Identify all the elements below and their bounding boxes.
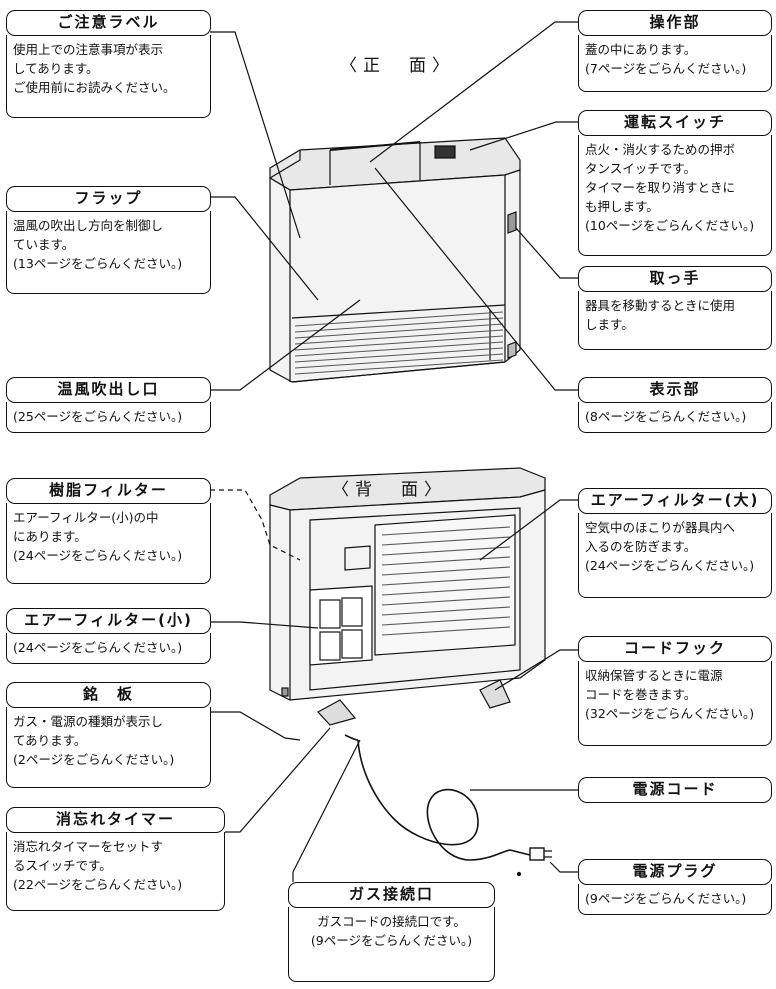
nameplate-callout: 銘 板 ガス・電源の種類が表示し てあります。 (2ページをごらんください。) bbox=[6, 682, 211, 788]
callout-title: 操作部 bbox=[578, 10, 772, 36]
callout-body: (8ページをごらんください。) bbox=[578, 402, 772, 433]
callout-title: 電源コード bbox=[578, 777, 772, 803]
callout-body: (25ページをごらんください。) bbox=[6, 402, 211, 433]
callout-body: 点火・消火するための押ボ タンスイッチです。 タイマーを取り消すときに も押しま… bbox=[578, 135, 772, 256]
callout-body: エアーフィルター(小)の中 にあります。 (24ページをごらんください。) bbox=[6, 503, 211, 584]
callout-line: (25ページをごらんください。) bbox=[13, 409, 183, 424]
front-outlet-grille bbox=[294, 311, 504, 375]
power-plug-callout: 電源プラグ (9ページをごらんください。) bbox=[578, 859, 772, 915]
callout-title: 運転スイッチ bbox=[578, 110, 772, 136]
callout-line: 入るのを防ぎます。 bbox=[585, 539, 697, 554]
handle-callout: 取っ手 器具を移動するときに使用 します。 bbox=[578, 266, 772, 350]
callout-title: 表示部 bbox=[578, 377, 772, 403]
callout-line: 消忘れタイマーをセットす bbox=[13, 839, 164, 854]
callout-line: してあります。 bbox=[13, 61, 99, 76]
callout-line: るスイッチです。 bbox=[13, 858, 112, 873]
callout-line: 蓋の中にあります。 bbox=[585, 42, 697, 57]
callout-title: 電源プラグ bbox=[578, 859, 772, 885]
warm-air-outlet-callout: 温風吹出し口 (25ページをごらんください。) bbox=[6, 377, 211, 433]
callout-line: ています。 bbox=[13, 237, 75, 252]
gas-inlet-callout: ガス接続口 ガスコードの接続口です。 (9ページをごらんください。) bbox=[288, 882, 495, 982]
callout-title: ご注意ラベル bbox=[6, 10, 211, 36]
callout-line: 空気中のほこりが器具内へ bbox=[585, 520, 736, 535]
callout-body: 使用上での注意事項が表示 してあります。 ご使用前にお読みください。 bbox=[6, 35, 211, 118]
callout-line: (9ページをごらんください。) bbox=[585, 891, 747, 906]
callout-title: コードフック bbox=[578, 636, 772, 662]
back-air-filter-grille bbox=[381, 526, 511, 636]
flap-callout: フラップ 温風の吹出し方向を制御し ています。 (13ページをごらんください。) bbox=[6, 186, 211, 294]
callout-body: (9ページをごらんください。) bbox=[578, 884, 772, 915]
callout-line: エアーフィルター(小)の中 bbox=[13, 510, 159, 525]
callout-line: 温風の吹出し方向を制御し bbox=[13, 218, 164, 233]
callout-body: 蓋の中にあります。 (7ページをごらんください。) bbox=[578, 35, 772, 92]
callout-line: にあります。 bbox=[13, 529, 87, 544]
cord-hook-callout: コードフック 収納保管するときに電源 コードを巻きます。 (32ページをごらんく… bbox=[578, 636, 772, 746]
back-heater-illustration bbox=[269, 467, 546, 726]
callout-line: タンスイッチです。 bbox=[585, 161, 697, 176]
air-filter-large-callout: エアーフィルター(大) 空気中のほこりが器具内へ 入るのを防ぎます。 (24ペー… bbox=[578, 488, 772, 598]
callout-title: 銘 板 bbox=[6, 682, 211, 708]
callout-line: 収納保管するときに電源 bbox=[585, 668, 723, 683]
callout-line: 点火・消火するための押ボ bbox=[585, 142, 736, 157]
callout-body: (24ページをごらんください。) bbox=[6, 633, 211, 664]
callout-line: (7ページをごらんください。) bbox=[585, 61, 747, 76]
callout-line: コードを巻きます。 bbox=[585, 687, 697, 702]
callout-body: 器具を移動するときに使用 します。 bbox=[578, 291, 772, 350]
callout-body: 温風の吹出し方向を制御し ています。 (13ページをごらんください。) bbox=[6, 211, 211, 294]
caution-label-callout: ご注意ラベル 使用上での注意事項が表示 してあります。 ご使用前にお読みください… bbox=[6, 10, 211, 118]
callout-line: (13ページをごらんください。) bbox=[13, 256, 183, 271]
callout-line: (24ページをごらんください。) bbox=[585, 558, 755, 573]
callout-title: エアーフィルター(大) bbox=[578, 488, 772, 514]
resin-filter-callout: 樹脂フィルター エアーフィルター(小)の中 にあります。 (24ページをごらんく… bbox=[6, 478, 211, 584]
callout-line: (22ページをごらんください。) bbox=[13, 877, 183, 892]
callout-title: 温風吹出し口 bbox=[6, 377, 211, 403]
callout-body: 空気中のほこりが器具内へ 入るのを防ぎます。 (24ページをごらんください。) bbox=[578, 513, 772, 598]
callout-line: します。 bbox=[585, 317, 634, 332]
front-heater-illustration bbox=[269, 137, 521, 383]
callout-line: (10ページをごらんください。) bbox=[585, 218, 755, 233]
callout-line: ご使用前にお読みください。 bbox=[13, 80, 176, 95]
callout-line: 器具を移動するときに使用 bbox=[585, 298, 736, 313]
callout-line: (24ページをごらんください。) bbox=[13, 548, 183, 563]
callout-title: 取っ手 bbox=[578, 266, 772, 292]
power-switch-callout: 運転スイッチ 点火・消火するための押ボ タンスイッチです。 タイマーを取り消すと… bbox=[578, 110, 772, 256]
callout-title: エアーフィルター(小) bbox=[6, 608, 211, 634]
callout-line: タイマーを取り消すときに bbox=[585, 180, 736, 195]
control-panel-callout: 操作部 蓋の中にあります。 (7ページをごらんください。) bbox=[578, 10, 772, 92]
callout-line: (9ページをごらんください。) bbox=[310, 933, 473, 948]
shutoff-timer-callout: 消忘れタイマー 消忘れタイマーをセットす るスイッチです。 (22ページをごらん… bbox=[6, 807, 225, 911]
front-view-title: 〈正 面〉 bbox=[340, 56, 455, 76]
power-cord-drawing bbox=[357, 739, 531, 861]
callout-line: 使用上での注意事項が表示 bbox=[13, 42, 164, 57]
back-view-title: 〈背 面〉 bbox=[332, 480, 447, 500]
callout-line: (32ページをごらんください。) bbox=[585, 706, 755, 721]
callout-title: フラップ bbox=[6, 186, 211, 212]
callout-line: (8ページをごらんください。) bbox=[585, 409, 747, 424]
display-callout: 表示部 (8ページをごらんください。) bbox=[578, 377, 772, 433]
callout-title: 樹脂フィルター bbox=[6, 478, 211, 504]
callout-body: ガス・電源の種類が表示し てあります。 (2ページをごらんください。) bbox=[6, 707, 211, 788]
callout-body: ガスコードの接続口です。 (9ページをごらんください。) bbox=[288, 907, 495, 982]
air-filter-small-callout: エアーフィルター(小) (24ページをごらんください。) bbox=[6, 608, 211, 664]
callout-line: も押します。 bbox=[585, 199, 659, 214]
callout-body: 収納保管するときに電源 コードを巻きます。 (32ページをごらんください。) bbox=[578, 661, 772, 746]
callout-line: てあります。 bbox=[13, 733, 87, 748]
callout-title: 消忘れタイマー bbox=[6, 807, 225, 833]
callout-body: 消忘れタイマーをセットす るスイッチです。 (22ページをごらんください。) bbox=[6, 832, 225, 911]
callout-line: (24ページをごらんください。) bbox=[13, 640, 183, 655]
callout-title: ガス接続口 bbox=[288, 882, 495, 908]
callout-line: (2ページをごらんください。) bbox=[13, 752, 175, 767]
power-cord-callout: 電源コード bbox=[578, 777, 772, 804]
callout-line: ガスコードの接続口です。 bbox=[317, 914, 466, 929]
callout-line: ガス・電源の種類が表示し bbox=[13, 714, 164, 729]
